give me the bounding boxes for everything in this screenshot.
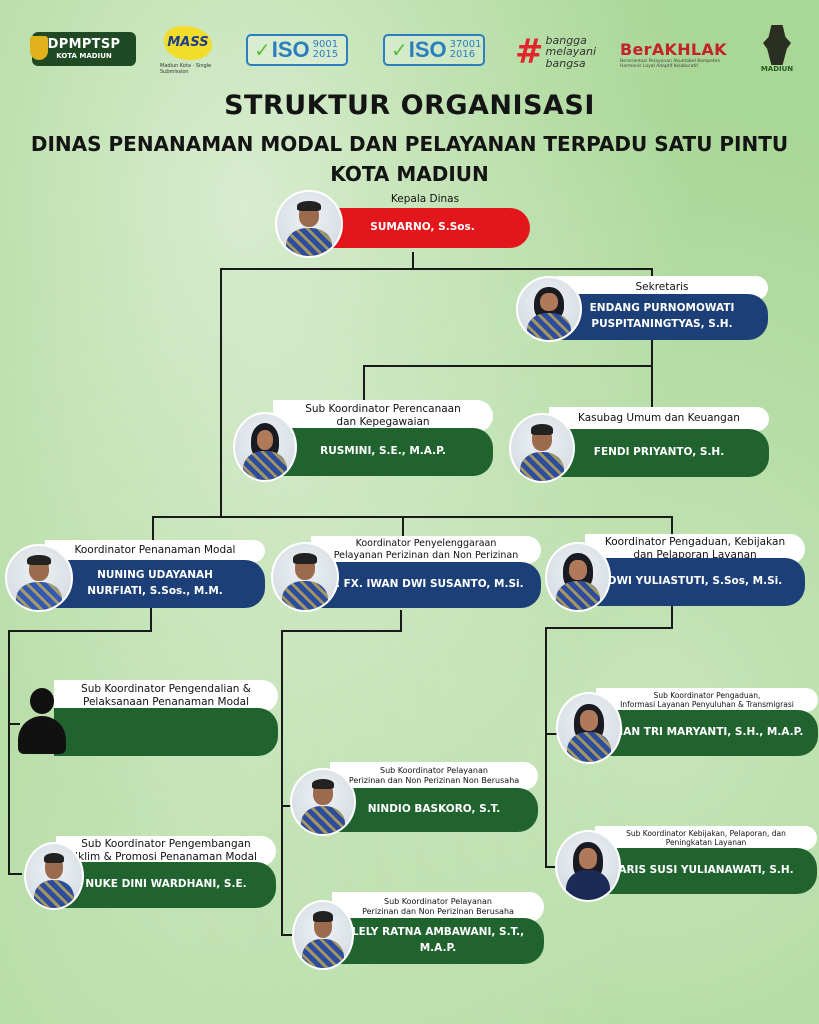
madiun-logo-text: MADIUN <box>760 65 794 73</box>
connector <box>651 365 653 407</box>
vacant-person-icon <box>18 688 66 754</box>
iso-37001-logo: ✓ ISO 37001 2016 <box>383 34 485 66</box>
avatar <box>5 544 73 612</box>
mascot-figure-icon <box>763 25 791 65</box>
role-label: Koordinator Penanaman Modal <box>45 540 265 562</box>
name-label: ARIS SUSI YULIANAWATI, S.H. <box>595 848 817 894</box>
connector <box>8 630 152 632</box>
checkmark-icon: ✓ <box>391 38 408 62</box>
avatar <box>516 276 582 342</box>
berakhlak-subtext: Berorientasi Pelayanan Akuntabel Kompete… <box>620 58 721 69</box>
bangga-melayani-bangsa-text: bangga melayani bangsa <box>545 33 597 70</box>
connector <box>671 606 673 628</box>
role-label: Sub Koordinator Pengendalian & Pelaksana… <box>54 680 278 712</box>
role-label: Sub Koordinator Perencanaan dan Kepegawa… <box>273 400 493 432</box>
name-label: DIAN TRI MARYANTI, S.H., M.A.P. <box>596 710 818 756</box>
name-label: SUMARNO, S.Sos. <box>315 208 530 248</box>
connector <box>152 516 672 518</box>
connector <box>281 630 283 935</box>
name-label <box>54 708 278 756</box>
logo-bar: DPMPTSP KOTA MADIUN MASS Madiun Kota · S… <box>0 18 819 80</box>
connector <box>651 268 653 280</box>
mass-logo-text: MASS <box>164 25 212 60</box>
avatar <box>271 542 339 612</box>
role-label: Sub Koordinator Kebijakan, Pelaporan, da… <box>595 826 817 850</box>
connector <box>402 516 404 540</box>
iso-37001-number: 37001 2016 <box>449 38 482 60</box>
connector <box>281 934 293 936</box>
role-label: Sub Koordinator Pengembangan Iklim & Pro… <box>56 836 276 866</box>
page-subtitle: DINAS PENANAMAN MODAL DAN PELAYANAN TERP… <box>30 132 789 156</box>
connector <box>651 340 653 366</box>
connector <box>281 630 402 632</box>
role-label: Sub Koordinator Pelayanan Perizinan dan … <box>332 892 544 922</box>
avatar <box>556 692 622 764</box>
name-label: Ir. FX. IWAN DWI SUSANTO, M.Si. <box>311 562 541 608</box>
checkmark-icon: ✓ <box>254 38 271 62</box>
avatar <box>555 830 621 902</box>
avatar <box>24 842 84 910</box>
role-label: Sub Koordinator Pelayanan Perizinan dan … <box>330 762 538 790</box>
name-label: DWI YULIASTUTI, S.Sos, M.Si. <box>585 558 805 606</box>
name-label: NUNING UDAYANAH NURFIATI, S.Sos., M.M. <box>45 560 265 608</box>
hashtag-icon: # <box>515 32 544 72</box>
iso-9001-number: 9001 2015 <box>312 38 339 60</box>
name-label: NUKE DINI WARDHANI, S.E. <box>56 862 276 908</box>
connector <box>412 252 414 269</box>
avatar <box>292 900 354 970</box>
avatar <box>233 412 297 482</box>
page-subtitle-city: KOTA MADIUN <box>330 162 489 186</box>
mass-logo: MASS Madiun Kota · Single Submission <box>160 22 216 78</box>
page-title: STRUKTUR ORGANISASI <box>224 90 595 121</box>
role-label: Kasubag Umum dan Keuangan <box>549 407 769 431</box>
connector <box>545 866 557 868</box>
avatar <box>290 768 356 836</box>
name-label: NINDIO BASKORO, S.T. <box>330 788 538 832</box>
name-label: FENDI PRIYANTO, S.H. <box>549 429 769 477</box>
dpmptsp-logo-text: DPMPTSP <box>47 37 121 52</box>
connector <box>220 268 222 516</box>
connector <box>152 516 154 540</box>
role-label: Koordinator Penyelenggaraan Pelayanan Pe… <box>311 536 541 564</box>
connector <box>150 608 152 631</box>
iso-37001-code: ISO <box>408 37 447 62</box>
name-label: RUSMINI, S.E., M.A.P. <box>273 428 493 476</box>
connector <box>545 627 673 629</box>
avatar <box>275 190 343 258</box>
connector <box>8 873 22 875</box>
kota-madiun-crest-icon <box>30 36 48 60</box>
berakhlak-logo: BerAKHLAK Berorientasi Pelayanan Akuntab… <box>620 34 740 74</box>
iso-9001-logo: ✓ ISO 9001 2015 <box>246 34 348 66</box>
madiun-mascot-logo: MADIUN <box>752 18 802 80</box>
name-label: ENDANG PURNOMOWATI PUSPITANINGTYAS, S.H. <box>556 294 768 340</box>
connector <box>8 630 10 874</box>
dpmptsp-logo-subtext: KOTA MADIUN <box>56 52 112 60</box>
berakhlak-text: BerAKHLAK <box>620 39 727 59</box>
connector <box>281 805 293 807</box>
connector <box>400 610 402 631</box>
connector <box>363 365 653 367</box>
connector <box>363 365 365 407</box>
avatar <box>509 413 575 483</box>
avatar <box>545 542 611 612</box>
name-label: LELY RATNA AMBAWANI, S.T., M.A.P. <box>332 918 544 964</box>
connector <box>671 516 673 540</box>
connector <box>545 627 547 867</box>
connector <box>545 733 559 735</box>
mass-logo-tagline: Madiun Kota · Single Submission <box>160 62 212 75</box>
role-label: Kepala Dinas <box>390 193 460 206</box>
role-label: Sub Koordinator Pengaduan, Informasi Lay… <box>596 688 818 712</box>
bangga-melayani-bangsa-logo: # bangga melayani bangsa <box>515 32 605 72</box>
connector <box>220 268 652 270</box>
connector <box>8 723 20 725</box>
iso-9001-code: ISO <box>271 37 310 62</box>
dpmptsp-logo: DPMPTSP KOTA MADIUN <box>30 32 136 66</box>
